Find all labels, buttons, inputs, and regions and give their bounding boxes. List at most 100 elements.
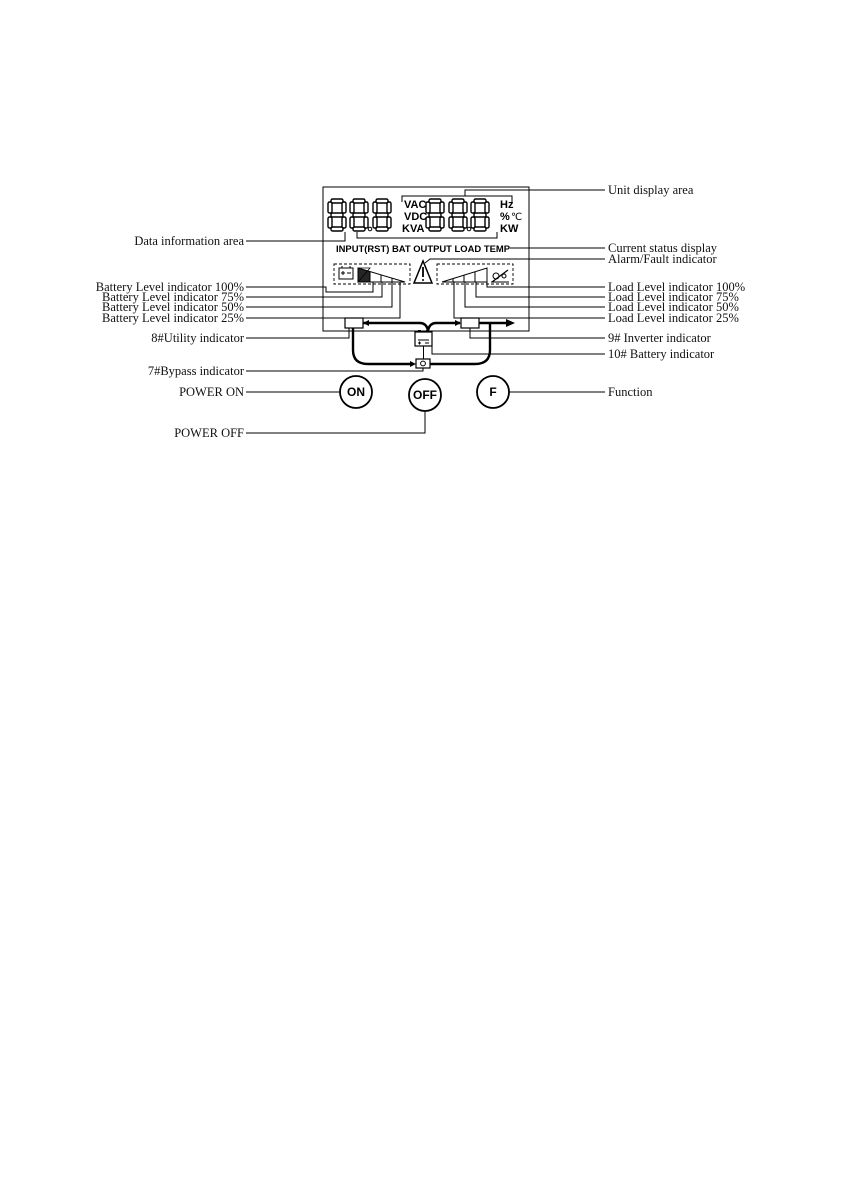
seven-segment-digit <box>349 198 373 232</box>
label-current-status-display: Current status display <box>608 241 718 255</box>
load-level-frame <box>436 263 514 285</box>
digit-segment <box>352 226 366 232</box>
leader-bypass <box>246 368 424 372</box>
digit-segment <box>375 212 389 218</box>
digit-segment <box>428 226 442 232</box>
unit-vdc: VDC <box>404 211 427 223</box>
power-on-button[interactable]: ON <box>339 375 373 409</box>
seven-segment-digits <box>327 198 490 232</box>
label-power-on: POWER ON <box>179 385 244 399</box>
label-data-information-area: Data information area <box>134 234 244 248</box>
decimal-point <box>367 226 373 232</box>
digit-segment <box>327 216 333 229</box>
power-off-button[interactable]: OFF <box>408 378 442 412</box>
bypass-indicator-box <box>415 358 431 369</box>
leader-battery-75 <box>246 282 383 298</box>
digit-segment <box>375 198 389 204</box>
digit-segment <box>341 201 347 214</box>
digit-segment <box>439 216 445 229</box>
seven-segment-digit <box>327 198 347 232</box>
digit-segment <box>375 226 389 232</box>
digit-segment <box>363 201 369 214</box>
power-on-button-label: ON <box>347 385 365 399</box>
alarm-warning-icon <box>412 259 434 284</box>
unit-kw: KW <box>500 223 519 235</box>
label-function: Function <box>608 385 653 399</box>
digit-segment <box>451 226 465 232</box>
digit-segment <box>327 201 333 214</box>
utility-indicator-box <box>344 317 364 329</box>
leader-power-off <box>246 411 426 434</box>
leader-load-25 <box>453 282 605 319</box>
leader-data-info <box>246 232 346 242</box>
battery-indicator-icon <box>414 330 433 359</box>
digit-segment <box>462 201 468 214</box>
leader-load-100 <box>486 282 605 288</box>
label-battery-level-75: Battery Level indicator 75% <box>102 290 244 304</box>
digit-segment <box>439 201 445 214</box>
unit-percent: % <box>500 211 510 223</box>
digit-segment <box>349 201 355 214</box>
digit-segment <box>473 226 487 232</box>
power-flow-diagram <box>344 317 515 369</box>
digit-segment <box>425 201 431 214</box>
seven-segment-digit <box>372 198 392 232</box>
digit-segment <box>349 216 355 229</box>
unit-kva: KVA <box>402 223 424 235</box>
decimal-point <box>466 226 472 232</box>
digit-segment <box>462 216 468 229</box>
inverter-indicator-box <box>460 317 480 329</box>
digit-segment <box>451 198 465 204</box>
leader-load-50 <box>464 282 605 308</box>
label-battery-level-50: Battery Level indicator 50% <box>102 300 244 314</box>
label-inverter-indicator: 9# Inverter indicator <box>608 331 712 345</box>
digit-segment <box>451 212 465 218</box>
leader-battery-50 <box>246 282 393 308</box>
digit-segment <box>330 198 344 204</box>
digit-segment <box>428 198 442 204</box>
battery-icon <box>338 266 354 280</box>
digit-segment <box>473 212 487 218</box>
digit-segment <box>352 198 366 204</box>
digit-segment <box>372 201 378 214</box>
unit-bracket-bottom <box>356 232 498 239</box>
label-unit-display-area: Unit display area <box>608 183 694 197</box>
function-button[interactable]: F <box>476 375 510 409</box>
label-battery-indicator: 10# Battery indicator <box>608 347 715 361</box>
battery-level-bars <box>357 267 406 284</box>
leader-inverter <box>469 328 605 339</box>
digit-segment <box>363 216 369 229</box>
label-load-level-50: Load Level indicator 50% <box>608 300 739 314</box>
leader-alarm <box>424 258 605 264</box>
digit-segment <box>372 216 378 229</box>
unit-vac: VAC <box>404 199 426 211</box>
digit-segment <box>470 201 476 214</box>
function-button-label: F <box>489 385 496 399</box>
digit-segment <box>386 216 392 229</box>
load-fan-icon <box>491 269 509 283</box>
leader-unit-display <box>464 189 605 196</box>
label-power-off: POWER OFF <box>174 426 244 440</box>
digit-segment <box>484 216 490 229</box>
label-utility-indicator: 8#Utility indicator <box>151 331 245 345</box>
digit-segment <box>473 198 487 204</box>
digit-segment <box>448 216 454 229</box>
label-load-level-100: Load Level indicator 100% <box>608 280 745 294</box>
digit-segment <box>330 226 344 232</box>
seven-segment-digit <box>448 198 472 232</box>
leader-battery-100 <box>246 282 374 293</box>
unit-hz: Hz <box>500 199 514 211</box>
status-bar-text: INPUT(RST) BAT OUTPUT LOAD TEMP <box>336 244 510 254</box>
unit-celsius: ℃ <box>511 212 522 223</box>
seven-segment-digit <box>425 198 445 232</box>
digit-segment <box>428 212 442 218</box>
label-alarm-fault-indicator: Alarm/Fault indicator <box>608 252 717 266</box>
load-level-bars <box>441 267 488 283</box>
digit-segment <box>448 201 454 214</box>
digit-segment <box>484 201 490 214</box>
label-battery-level-100: Battery Level indicator 100% <box>96 280 244 294</box>
leader-battery-indicator <box>431 346 605 355</box>
label-load-level-75: Load Level indicator 75% <box>608 290 739 304</box>
leader-load-75 <box>475 282 605 298</box>
